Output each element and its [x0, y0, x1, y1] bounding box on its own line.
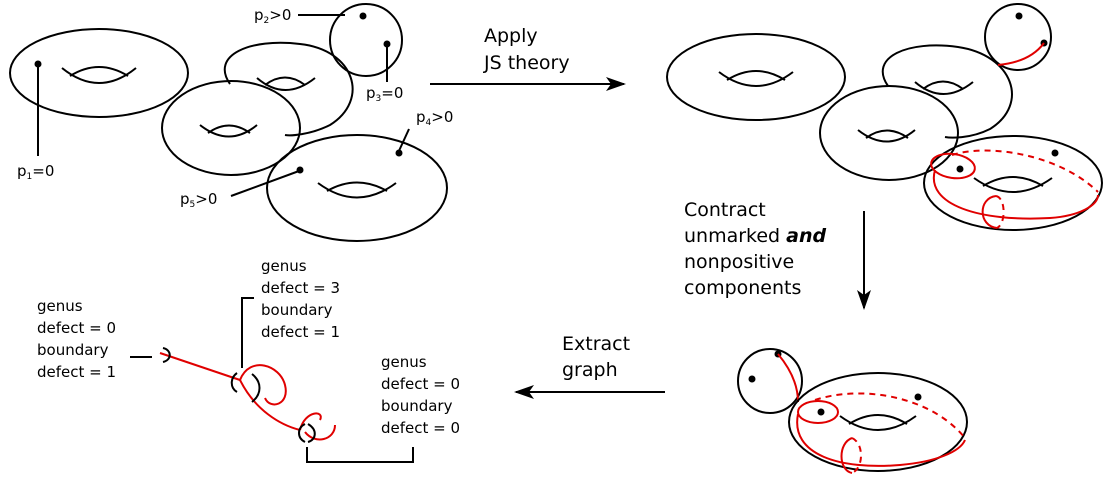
svg-text:genus: genus [37, 297, 83, 315]
step-contract-line-3: nonpositive [684, 251, 794, 273]
vertex-marker [162, 347, 171, 363]
step-contract-line-1: Contract [684, 199, 766, 221]
step-contract: Contract unmarked and nonpositive compon… [684, 199, 871, 310]
graph-label-right: genus defect = 0 boundary defect = 0 [381, 353, 460, 437]
svg-text:boundary: boundary [37, 341, 109, 359]
sphere [329, 3, 403, 77]
label-p1: p1=0 [17, 162, 54, 182]
step-contract-line-4: components [684, 277, 801, 299]
contracted-surfaces [737, 348, 968, 474]
svg-text:genus: genus [381, 353, 427, 371]
svg-text:defect = 3: defect = 3 [261, 279, 340, 297]
graph-edge [159, 352, 241, 381]
graph-loop [239, 364, 287, 406]
torus-2 [223, 41, 354, 137]
torus-5 [266, 134, 448, 242]
original-surfaces: p1=0 p2>0 p3=0 p4>0 p5>0 [9, 3, 453, 242]
graph-label-top: genus defect = 3 boundary defect = 1 [261, 257, 340, 341]
svg-text:defect = 0: defect = 0 [381, 419, 460, 437]
label-p2: p2>0 [254, 6, 291, 26]
torus-1 [9, 28, 189, 118]
surfaces-with-curves [666, 3, 1103, 231]
label-p4: p4>0 [416, 108, 453, 128]
svg-text:defect = 1: defect = 1 [37, 363, 116, 381]
svg-text:defect = 1: defect = 1 [261, 323, 340, 341]
svg-text:boundary: boundary [261, 301, 333, 319]
vertex-marker [251, 373, 261, 403]
step-extract-line-1: Extract [562, 333, 630, 355]
label-p3: p3=0 [366, 84, 403, 104]
step-apply: Apply JS theory [430, 25, 626, 91]
step-extract: Extract graph [514, 333, 665, 399]
marked-point [359, 12, 367, 20]
graph-loop [304, 424, 336, 441]
extracted-graph: genus defect = 0 boundary defect = 1 gen… [37, 257, 460, 463]
svg-text:defect = 0: defect = 0 [381, 375, 460, 393]
step-apply-line-1: Apply [484, 25, 538, 47]
vertex-marker [298, 423, 306, 443]
step-contract-line-2: unmarked and [684, 225, 827, 247]
vertex-marker [307, 423, 316, 443]
graph-loop [299, 412, 322, 431]
graph-label-left: genus defect = 0 boundary defect = 1 [37, 297, 116, 381]
step-extract-line-2: graph [562, 359, 618, 381]
svg-text:genus: genus [261, 257, 307, 275]
svg-text:defect = 0: defect = 0 [37, 319, 116, 337]
vertex-marker [230, 372, 238, 393]
torus-3 [161, 80, 301, 176]
graph-edge [239, 379, 301, 431]
svg-text:boundary: boundary [381, 397, 453, 415]
step-apply-line-2: JS theory [483, 52, 570, 74]
label-p5: p5>0 [180, 190, 217, 210]
